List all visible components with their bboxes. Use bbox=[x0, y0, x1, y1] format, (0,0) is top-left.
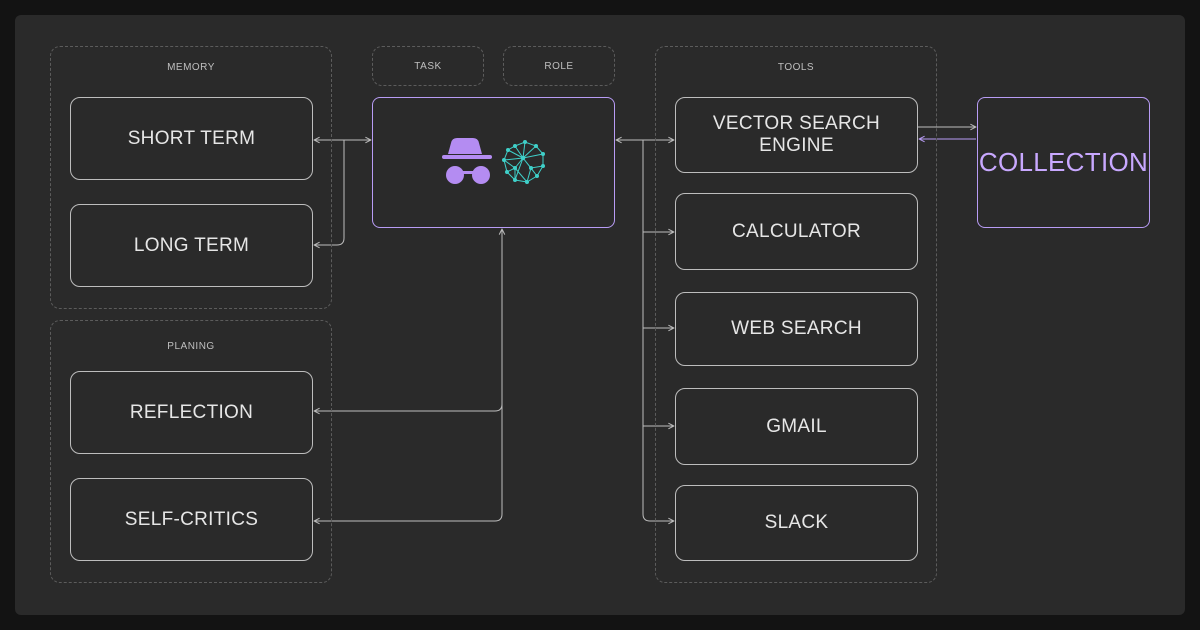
tools-group bbox=[655, 46, 937, 583]
web-search-label: WEB SEARCH bbox=[731, 318, 862, 339]
self-critics-node[interactable]: SELF-CRITICS bbox=[70, 478, 313, 561]
calculator-label: CALCULATOR bbox=[732, 220, 861, 242]
collection-node[interactable]: COLLECTION bbox=[977, 97, 1150, 228]
task-label: TASK bbox=[414, 60, 442, 72]
calculator-node[interactable]: CALCULATOR bbox=[675, 193, 918, 270]
edge-tools-trunk bbox=[642, 140, 674, 521]
role-label: ROLE bbox=[544, 60, 574, 72]
planning-group bbox=[50, 320, 332, 583]
self-critics-label: SELF-CRITICS bbox=[124, 508, 259, 530]
web-search-node[interactable]: WEB SEARCH bbox=[675, 292, 918, 366]
reflection-node[interactable]: REFLECTION bbox=[70, 371, 313, 454]
edge-agent-self-critics bbox=[314, 404, 503, 521]
planning-group-label: PLANING bbox=[167, 341, 215, 352]
slack-node[interactable]: SLACK bbox=[675, 485, 918, 561]
memory-group bbox=[50, 46, 332, 309]
long-term-label: LONG TERM bbox=[133, 234, 250, 256]
gmail-node[interactable]: GMAIL bbox=[675, 388, 918, 465]
agent-icons bbox=[442, 138, 545, 184]
short-term-node[interactable]: SHORT TERM bbox=[70, 97, 313, 180]
gmail-label: GMAIL bbox=[766, 415, 827, 437]
long-term-node[interactable]: LONG TERM bbox=[70, 204, 313, 287]
short-term-label: SHORT TERM bbox=[127, 127, 256, 149]
vector-search-engine-node[interactable]: VECTOR SEARCH ENGINE bbox=[675, 97, 918, 173]
vector-search-engine-label: VECTOR SEARCH ENGINE bbox=[712, 113, 881, 156]
agent-node[interactable] bbox=[372, 97, 615, 228]
edge-agent-reflection bbox=[314, 229, 502, 411]
tools-group-label: TOOLS bbox=[777, 62, 815, 73]
reflection-label: REFLECTION bbox=[129, 401, 254, 423]
task-pill[interactable]: TASK bbox=[372, 46, 484, 86]
role-pill[interactable]: ROLE bbox=[503, 46, 615, 86]
memory-group-label: MEMORY bbox=[167, 62, 215, 73]
incognito-agent-icon bbox=[442, 138, 492, 184]
slack-label: SLACK bbox=[764, 512, 829, 533]
collection-label: COLLECTION bbox=[978, 147, 1149, 177]
